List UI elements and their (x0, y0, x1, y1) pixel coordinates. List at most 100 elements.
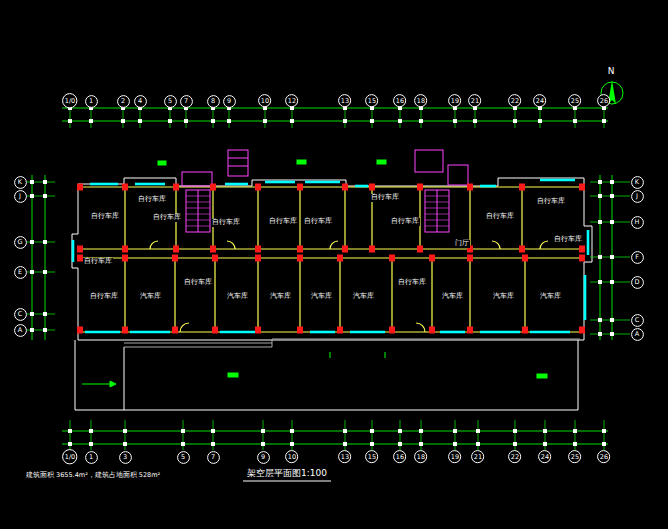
stair-tread (186, 226, 198, 227)
axis-bubble: 26 (597, 94, 610, 107)
dimension-tick (598, 318, 602, 322)
stair-tread (186, 202, 198, 203)
axis-number: 7 (211, 454, 215, 461)
axis-number: 13 (341, 98, 349, 105)
room-name: 自行车库 (397, 279, 427, 286)
axis-bubble: E (14, 266, 27, 279)
area-note: 建筑面积 3655.4m²，建筑占地面积 528m² (25, 472, 161, 479)
room-name: 自行车库 (137, 196, 167, 203)
stair-tread (425, 220, 437, 221)
axis-number: 19 (451, 98, 459, 105)
room-name: 汽车库 (492, 293, 515, 300)
dimension-tick (168, 119, 172, 123)
axis-bubble: 9 (257, 451, 270, 464)
axis-number: 9 (261, 454, 265, 461)
axis-bubble: 2 (117, 95, 130, 108)
column (297, 327, 303, 334)
column (579, 255, 585, 262)
column (255, 246, 261, 253)
axis-bubble: 21 (468, 94, 481, 107)
axis-bubble: 18 (414, 450, 427, 463)
dimension-tick (30, 194, 34, 198)
dimension-tick (398, 442, 402, 446)
axis-number: 1/0 (65, 98, 75, 105)
axis-number: 1 (89, 454, 93, 461)
dimension-tick (598, 255, 602, 259)
drawing-title: 架空层平面图1:100 (246, 469, 328, 479)
pilotis-division (124, 347, 125, 410)
dimension-tick (68, 442, 72, 446)
axis-bubble: 24 (533, 94, 546, 107)
axis-number: 25 (571, 98, 579, 105)
column (255, 184, 261, 191)
grid-line (400, 108, 401, 128)
dimension-tick (610, 280, 614, 284)
dimension-tick (123, 429, 127, 433)
dimension-tick (610, 318, 614, 322)
room-name: 门厅 (454, 240, 470, 247)
column (77, 246, 83, 253)
room-name: 汽车库 (226, 293, 249, 300)
dimension-tick (419, 119, 423, 123)
window (587, 230, 590, 255)
room-name: 汽车库 (441, 293, 464, 300)
axis-number: 15 (368, 454, 376, 461)
dimension-tick (211, 119, 215, 123)
axis-bubble: 7 (207, 451, 220, 464)
room-name: 汽车库 (139, 293, 162, 300)
axis-bubble: 25 (568, 94, 581, 107)
dimension-tick (610, 180, 614, 184)
axis-bubble: G (14, 236, 27, 249)
column (417, 246, 423, 253)
axis-number: 12 (288, 98, 296, 105)
dimension-tick (513, 429, 517, 433)
dimension-tick (598, 332, 602, 336)
axis-bubble: 10 (285, 450, 298, 463)
column (342, 184, 348, 191)
dimension-tick (43, 180, 47, 184)
column (579, 246, 585, 253)
axis-number: 22 (511, 98, 519, 105)
axis-number: 18 (417, 454, 425, 461)
axis-bubble: 19 (448, 450, 461, 463)
axis-number: C (18, 311, 23, 318)
column (389, 327, 395, 334)
column (519, 184, 525, 191)
dimension-tick (30, 312, 34, 316)
dimension-tick (598, 194, 602, 198)
window (225, 183, 248, 186)
stair-tread (186, 196, 198, 197)
stair-treads (186, 196, 449, 226)
dimension-tick (398, 429, 402, 433)
window (310, 331, 335, 334)
column (337, 255, 343, 262)
column (579, 327, 585, 334)
axis-bubble: 21 (471, 450, 484, 463)
dimension-tick (602, 429, 606, 433)
column (522, 255, 528, 262)
axis-number: 10 (288, 454, 296, 461)
axis-bubble: 16 (393, 450, 406, 463)
grid-line (170, 108, 171, 128)
axis-number: D (634, 279, 639, 286)
axis-number: 8 (211, 98, 215, 105)
axis-number: 26 (600, 454, 608, 461)
dimension-tick (43, 270, 47, 274)
axis-bubble: 3 (119, 451, 132, 464)
column (122, 246, 128, 253)
column (172, 327, 178, 334)
axis-bubble: F (631, 251, 644, 264)
axis-number: 21 (474, 454, 482, 461)
dimension-tick (398, 119, 402, 123)
axis-number: A (635, 331, 639, 338)
column (342, 246, 348, 253)
dimension-tick (43, 194, 47, 198)
window (305, 181, 340, 184)
axis-bubble: C (631, 314, 644, 327)
window (350, 331, 385, 334)
column (77, 184, 83, 191)
axis-bubble: K (14, 176, 27, 189)
grid-line (515, 108, 516, 128)
column (212, 255, 218, 262)
stair-tread (198, 220, 210, 221)
